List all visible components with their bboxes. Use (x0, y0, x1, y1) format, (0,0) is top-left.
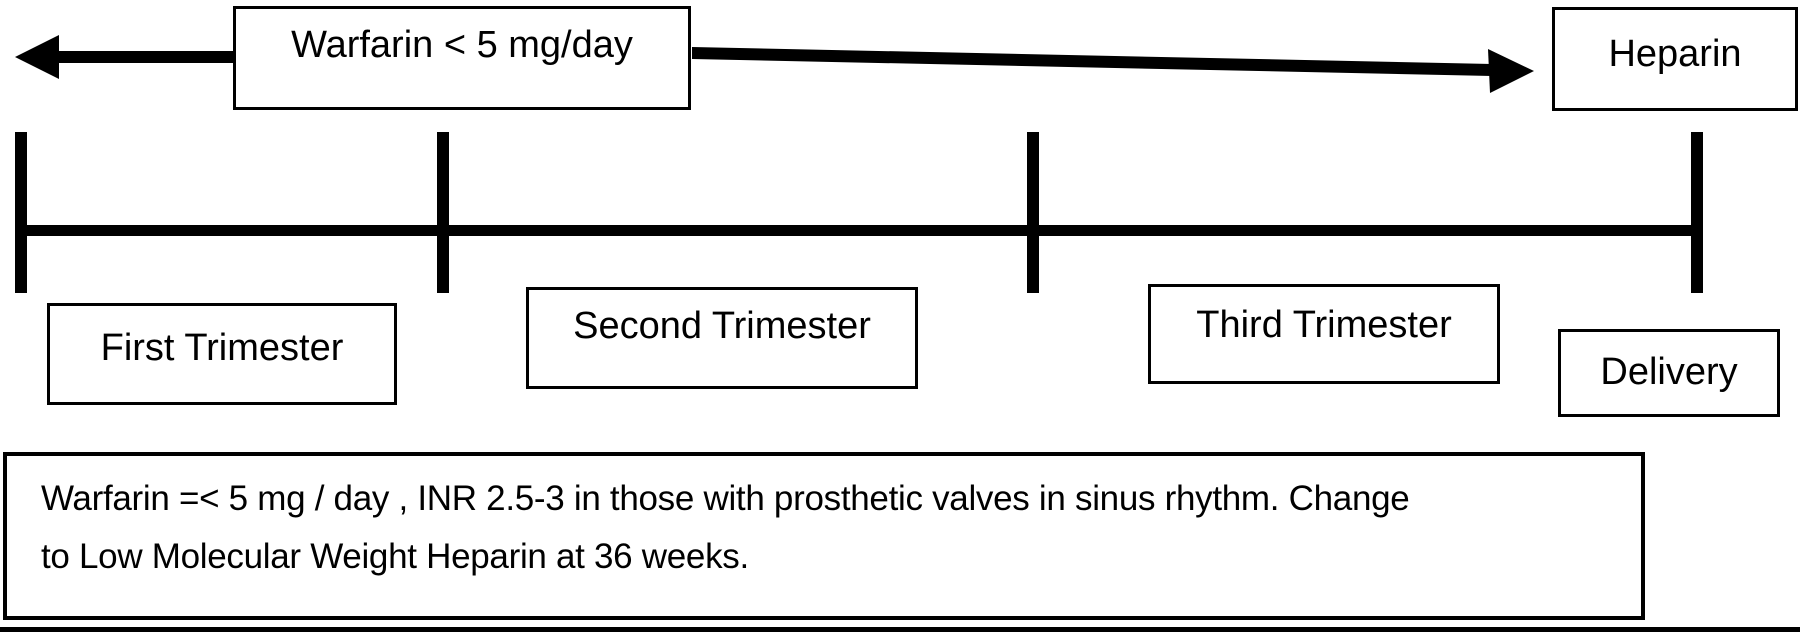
warfarin-dose-box: Warfarin < 5 mg/day (233, 6, 691, 110)
note-line-2: to Low Molecular Weight Heparin at 36 we… (41, 537, 749, 576)
delivery-label: Delivery (1600, 351, 1738, 393)
note-box: Warfarin =< 5 mg / day , INR 2.5-3 in th… (3, 452, 1645, 620)
tick-first-second (437, 132, 449, 293)
first-trimester-label: First Trimester (100, 327, 344, 369)
timeline-axis (15, 225, 1700, 236)
figure-bottom-rule (0, 627, 1800, 632)
warfarin-dose-label: Warfarin < 5 mg/day (291, 24, 633, 66)
tick-delivery (1691, 132, 1703, 293)
tick-second-third (1027, 132, 1039, 293)
right-arrow-icon (692, 47, 1534, 93)
tick-start (15, 132, 27, 293)
note-line-1: Warfarin =< 5 mg / day , INR 2.5-3 in th… (41, 479, 1410, 518)
second-trimester-box: Second Trimester (526, 287, 918, 389)
third-trimester-box: Third Trimester (1148, 284, 1500, 384)
heparin-box: Heparin (1552, 7, 1798, 111)
heparin-label: Heparin (1608, 33, 1742, 75)
delivery-box: Delivery (1558, 329, 1780, 417)
left-arrow-icon (15, 35, 233, 79)
third-trimester-label: Third Trimester (1196, 304, 1452, 346)
second-trimester-label: Second Trimester (573, 305, 871, 347)
first-trimester-box: First Trimester (47, 303, 397, 405)
